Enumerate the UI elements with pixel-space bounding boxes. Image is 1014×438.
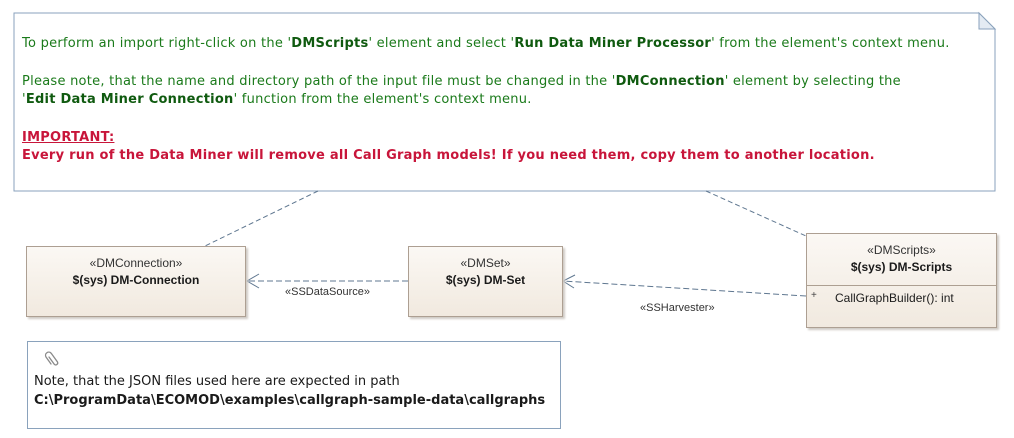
dm-scripts-element[interactable]: «DMScripts» $(sys) DM-Scripts + CallGrap… — [806, 233, 997, 328]
json-path: C:\ProgramData\ECOMOD\examples\callgraph… — [34, 393, 546, 408]
paperclip-icon — [42, 345, 68, 375]
connector-ssharvester[interactable] — [562, 280, 807, 297]
arrowhead-ssharvester — [561, 274, 576, 289]
element-name: $(sys) DM-Connection — [72, 273, 200, 287]
main-note-fold — [978, 11, 997, 30]
element-stereotype: «DMSet» — [460, 256, 511, 270]
dm-set-element[interactable]: «DMSet» $(sys) DM-Set — [408, 246, 563, 317]
element-name: $(sys) DM-Set — [445, 273, 526, 287]
dm-connection-element[interactable]: «DMConnection» $(sys) DM-Connection — [26, 246, 246, 317]
path-note[interactable]: Note, that the JSON files used here are … — [27, 341, 561, 429]
run-processor-reference: Run Data Miner Processor — [514, 36, 712, 51]
dmscripts-reference: DMScripts — [291, 36, 369, 51]
expand-marker-icon[interactable]: + — [811, 290, 817, 301]
main-note-text: To perform an import right-click on the … — [22, 35, 982, 165]
ssharvester-label: «SSHarvester» — [640, 302, 715, 314]
edit-connection-reference: Edit Data Miner Connection — [25, 92, 234, 107]
element-stereotype: «DMConnection» — [89, 256, 183, 270]
arrowhead-ssdatasource — [246, 273, 260, 289]
important-warning: Every run of the Data Miner will remove … — [22, 148, 875, 163]
main-note-frame — [13, 12, 996, 192]
dmconnection-reference: DMConnection — [615, 74, 725, 89]
instruction-line-3: 'Edit Data Miner Connection' function fr… — [22, 92, 532, 107]
element-name: $(sys) DM-Scripts — [850, 260, 953, 274]
instruction-line-2: Please note, that the name and directory… — [22, 74, 901, 89]
note-link-scripts — [705, 190, 807, 237]
operation-callgraphbuilder[interactable]: CallGraphBuilder(): int — [835, 291, 954, 305]
important-label: IMPORTANT: — [22, 130, 115, 145]
main-note[interactable]: To perform an import right-click on the … — [14, 13, 995, 191]
compartment-divider — [807, 285, 996, 286]
ssdatasource-label: «SSDataSource» — [285, 286, 370, 298]
element-stereotype: «DMScripts» — [867, 243, 936, 257]
instruction-line-1: To perform an import right-click on the … — [22, 36, 950, 51]
note-link-connection — [204, 190, 319, 247]
path-note-line-1: Note, that the JSON files used here are … — [34, 374, 400, 389]
